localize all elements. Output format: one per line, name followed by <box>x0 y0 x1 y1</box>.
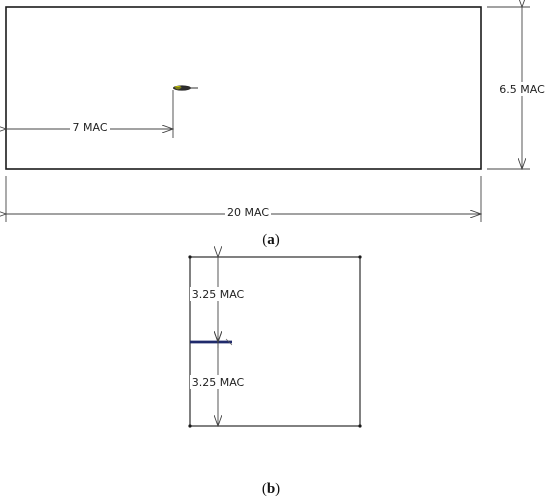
length-dimension-label: 20 MAC <box>227 206 269 219</box>
upper-half-dimension-label: 3.25 MAC <box>192 288 245 301</box>
upstream-dimension: 7 MAC <box>6 90 173 138</box>
wing-model-front <box>190 336 233 348</box>
height-dimension-label: 6.5 MAC <box>499 83 545 96</box>
front-view-corner-dots <box>188 255 362 428</box>
front-view-diagram: 3.25 MAC 3.25 MAC (b) <box>188 255 362 497</box>
lower-half-dimension-label: 3.25 MAC <box>192 376 245 389</box>
upstream-dimension-label: 7 MAC <box>73 121 108 134</box>
side-view-domain-box <box>5 6 482 170</box>
wing-model-side <box>173 85 198 91</box>
side-view-diagram: 7 MAC 6.5 MAC 20 MAC (a) <box>6 7 547 248</box>
lower-half-dimension: 3.25 MAC <box>190 342 248 426</box>
caption-a: (a) <box>262 232 280 248</box>
length-dimension: 20 MAC <box>6 176 481 222</box>
height-dimension: 6.5 MAC <box>487 7 547 169</box>
upper-half-dimension: 3.25 MAC <box>190 257 248 342</box>
caption-b: (b) <box>262 481 280 497</box>
